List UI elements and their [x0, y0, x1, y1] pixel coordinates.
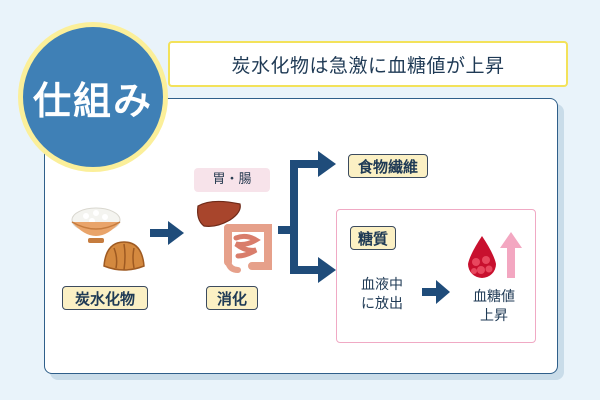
intestine-icon — [224, 224, 272, 273]
bread-icon — [103, 241, 145, 271]
headline-text: 炭水化物は急激に血糖値が上昇 — [231, 54, 505, 77]
up-arrow-icon — [500, 232, 522, 278]
rice-bowl-icon — [71, 207, 121, 243]
carbs-label: 炭水化物 — [62, 286, 148, 310]
arrow-to-digestion — [150, 221, 184, 245]
mechanism-badge-text: 仕組み — [32, 78, 153, 123]
blood-drop-icon — [468, 236, 496, 278]
stomach-intestine-label: 胃・腸 — [194, 168, 270, 192]
liver-icon — [197, 200, 241, 227]
mechanism-badge: 仕組み — [18, 22, 168, 172]
arrow-to-result — [422, 280, 450, 304]
sugar-label: 糖質 — [350, 226, 396, 250]
headline-banner: 炭水化物は急激に血糖値が上昇 — [168, 41, 568, 87]
release-into-blood-text: 血液中 に放出 — [361, 277, 403, 312]
fiber-label: 食物繊維 — [348, 154, 428, 178]
blood-sugar-rise-text: 血糖値 上昇 — [473, 289, 515, 324]
digestion-label: 消化 — [206, 286, 258, 310]
